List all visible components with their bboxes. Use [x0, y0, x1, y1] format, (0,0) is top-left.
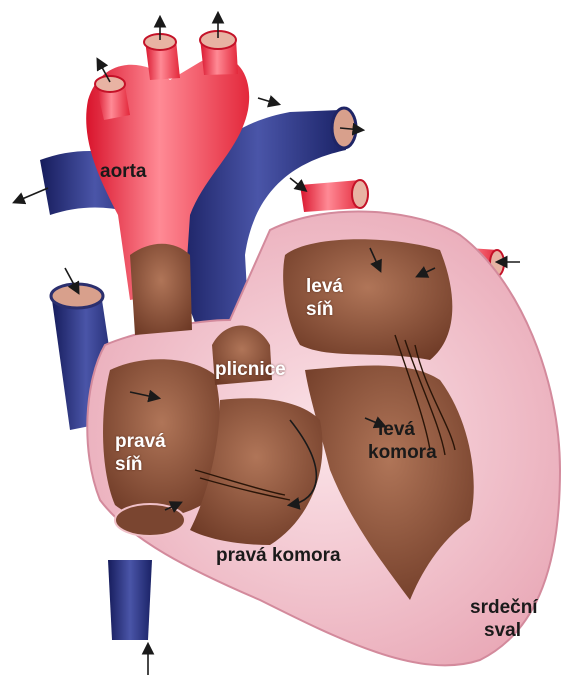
label-left-atrium: levá síň: [306, 275, 343, 321]
label-pulmonary-trunk: plicnice: [215, 358, 286, 381]
label-right-atrium-line2: síň: [115, 453, 166, 476]
label-left-ventricle-line2: komora: [368, 441, 437, 464]
label-left-atrium-line1: levá: [306, 275, 343, 298]
label-heart-muscle: srdeční sval: [470, 596, 538, 642]
label-left-atrium-line2: síň: [306, 298, 343, 321]
aorta-root-cavity: [130, 244, 192, 335]
label-aorta: aorta: [100, 160, 146, 183]
inferior-vena-cava: [108, 560, 152, 640]
label-left-ventricle-line1: levá: [368, 418, 437, 441]
label-left-ventricle: levá komora: [368, 418, 437, 464]
label-heart-muscle-line2: sval: [470, 619, 538, 642]
label-right-atrium-line1: pravá: [115, 430, 166, 453]
label-heart-muscle-line1: srdeční: [470, 596, 538, 619]
label-right-atrium: pravá síň: [115, 430, 166, 476]
label-right-ventricle: pravá komora: [216, 544, 341, 567]
